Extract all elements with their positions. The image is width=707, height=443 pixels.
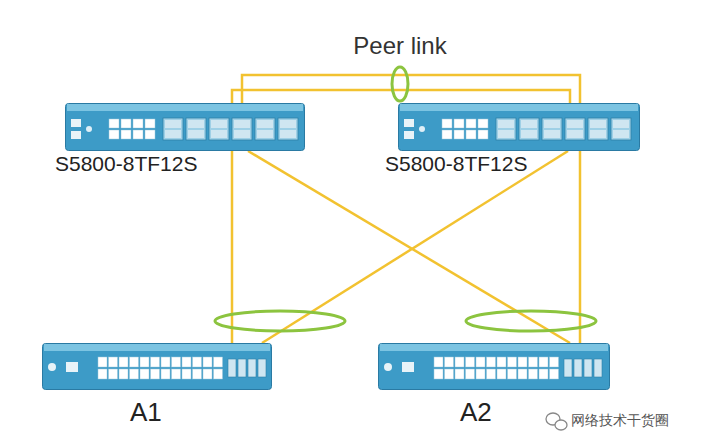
access-switch: A1	[42, 343, 272, 390]
link-cable	[248, 151, 570, 343]
switch-top	[44, 344, 270, 351]
device-label: S5800-8TF12S	[385, 152, 527, 175]
switch-ports	[404, 118, 631, 140]
core-switch: S5800-8TF12S	[398, 103, 640, 151]
core-switch: S5800-8TF12S	[65, 103, 305, 151]
switch-top	[380, 344, 608, 351]
bundle-ellipse	[466, 311, 596, 331]
device-label: A2	[460, 398, 492, 427]
access-switch: A2	[378, 343, 610, 390]
bundle-ellipse	[392, 67, 408, 101]
device-label: S5800-8TF12S	[55, 152, 197, 175]
switch-drawing	[378, 343, 610, 390]
switch-drawing	[42, 343, 272, 390]
wechat-icon	[546, 413, 567, 430]
switch-top	[67, 104, 303, 111]
link-label: Peer link	[350, 33, 449, 59]
switch-body	[66, 104, 305, 151]
bundle-ellipse	[215, 311, 345, 331]
switch-ports	[71, 118, 298, 140]
switch-top	[400, 104, 638, 111]
switch-body	[379, 344, 610, 390]
switch-body	[43, 344, 272, 390]
switch-drawing	[398, 103, 640, 151]
switch-ports	[48, 357, 266, 379]
switch-ports	[384, 357, 602, 379]
watermark: 网络技术干货圈	[571, 412, 669, 429]
link-cable	[262, 151, 568, 343]
switch-body	[399, 104, 640, 151]
switch-drawing	[65, 103, 305, 151]
device-label: A1	[130, 398, 162, 427]
